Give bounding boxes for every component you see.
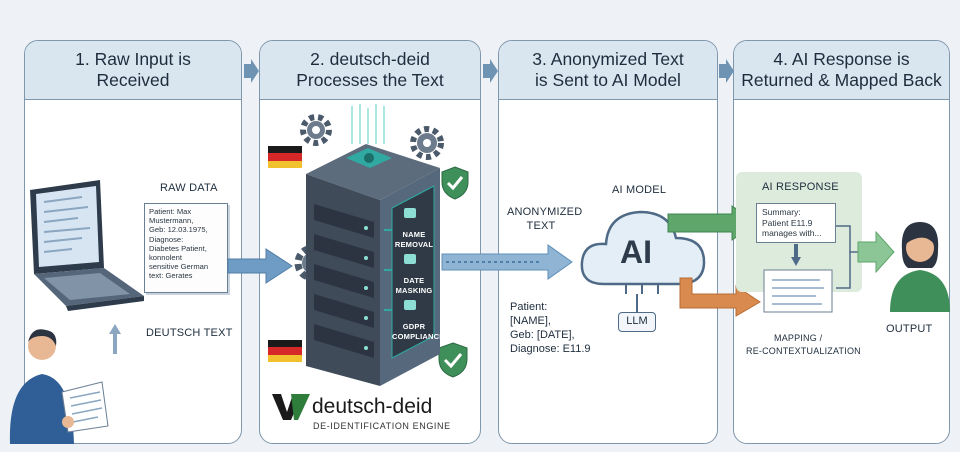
flow-arrow-1-icon (227, 248, 293, 284)
module-date-masking: DATE MASKING (395, 276, 433, 295)
raw-doc-line: konnolent (149, 253, 182, 263)
person-reading-icon (9, 329, 109, 444)
step-4-header: 4. AI Response is Returned & Mapped Back (734, 41, 949, 100)
shield-check-icon (438, 342, 468, 378)
ai-model-label: AI MODEL (612, 184, 667, 196)
anonymized-label-line-1: ANONYMIZED (507, 206, 583, 218)
mapping-label-line-2: RE-CONTEXTUALIZATION (746, 346, 861, 356)
laptop-icon (30, 180, 144, 311)
raw-doc-line: Patient: Max (149, 207, 192, 216)
shield-check-icon (441, 166, 469, 200)
brand-subtitle: DE-IDENTIFICATION ENGINE (313, 421, 451, 431)
raw-doc-line: sensitive German (149, 262, 209, 272)
gear-icon (410, 126, 444, 160)
llm-connector-icon (636, 294, 638, 312)
down-arrow-icon (791, 244, 801, 266)
mapping-label-line-1: MAPPING / (774, 333, 823, 343)
deid-server-icon (306, 104, 440, 386)
ai-response-label: AI RESPONSE (762, 181, 839, 193)
flow-arrow-2-icon (441, 244, 573, 280)
raw-doc-line: Diabetes Patient, (149, 243, 207, 253)
step-3-title-line-2: is Sent to AI Model (535, 70, 681, 90)
step-1-title-line-2: Received (96, 70, 170, 90)
raw-data-label: RAW DATA (160, 182, 218, 194)
module-name-removal: NAME REMOVAL (394, 230, 434, 249)
output-label: OUTPUT (886, 323, 933, 335)
gear-icon (300, 114, 332, 146)
step-2-panel: 2. deutsch-deid Processes the Text (259, 40, 481, 444)
anon-line: [NAME], (510, 315, 551, 327)
mapping-arrow-icon (679, 277, 761, 317)
llm-label: LLM (626, 315, 648, 327)
user-avatar-icon (890, 222, 950, 312)
raw-doc-line: Diagnose: (149, 234, 184, 244)
mapping-document-icon (763, 269, 833, 313)
module-gdpr-compliance: GDPR COMPLIANCE (392, 322, 445, 341)
german-flag-icon (268, 146, 302, 168)
step-1-title-line-1: 1. Raw Input is (75, 49, 191, 69)
ai-cloud-icon (580, 210, 706, 294)
anon-line: Geb: [DATE], (510, 329, 575, 341)
llm-badge: LLM (618, 312, 656, 332)
step-4-title-line-2: Returned & Mapped Back (741, 70, 942, 90)
step-2-header: 2. deutsch-deid Processes the Text (260, 41, 480, 100)
output-arrow-icon (836, 225, 895, 289)
ai-text: AI (620, 234, 652, 270)
step-arrow-1-icon (244, 59, 259, 83)
summary-line: manages with... (762, 228, 822, 238)
deutsch-deid-logo-icon (272, 394, 310, 420)
raw-doc-line: Geb: 12.03.1975, (149, 225, 208, 235)
anon-line: Diagnose: E11.9 (510, 343, 591, 355)
step-3-title-line-1: 3. Anonymized Text (532, 49, 684, 69)
raw-doc-line: Mustermann, (149, 216, 194, 226)
deutsch-text-label: DEUTSCH TEXT (146, 327, 233, 339)
anonymized-text-block: Patient: [NAME], Geb: [DATE], Diagnose: … (510, 300, 591, 356)
brand-name: deutsch-deid (312, 395, 433, 418)
step-2-title-line-1: 2. deutsch-deid (310, 49, 430, 69)
raw-text-document: Patient: Max Mustermann, Geb: 12.03.1975… (144, 203, 228, 293)
summary-line: Summary: (762, 207, 801, 217)
step-arrow-3-icon (719, 59, 734, 83)
up-arrow-icon (109, 324, 121, 354)
summary-document: Summary: Patient E11.9 manages with... (756, 203, 836, 243)
step-2-title-line-2: Processes the Text (296, 70, 444, 90)
step-4-title-line-1: 4. AI Response is (773, 49, 910, 69)
step-1-header: 1. Raw Input is Received (25, 41, 241, 100)
anon-line: Patient: (510, 301, 548, 313)
anonymized-label-line-2: TEXT (526, 220, 556, 232)
step-3-header: 3. Anonymized Text is Sent to AI Model (499, 41, 717, 100)
raw-doc-line: text: Gerates (149, 271, 193, 281)
step-arrow-2-icon (483, 59, 498, 83)
summary-line: Patient E11.9 (762, 217, 813, 228)
german-flag-icon (268, 340, 302, 362)
